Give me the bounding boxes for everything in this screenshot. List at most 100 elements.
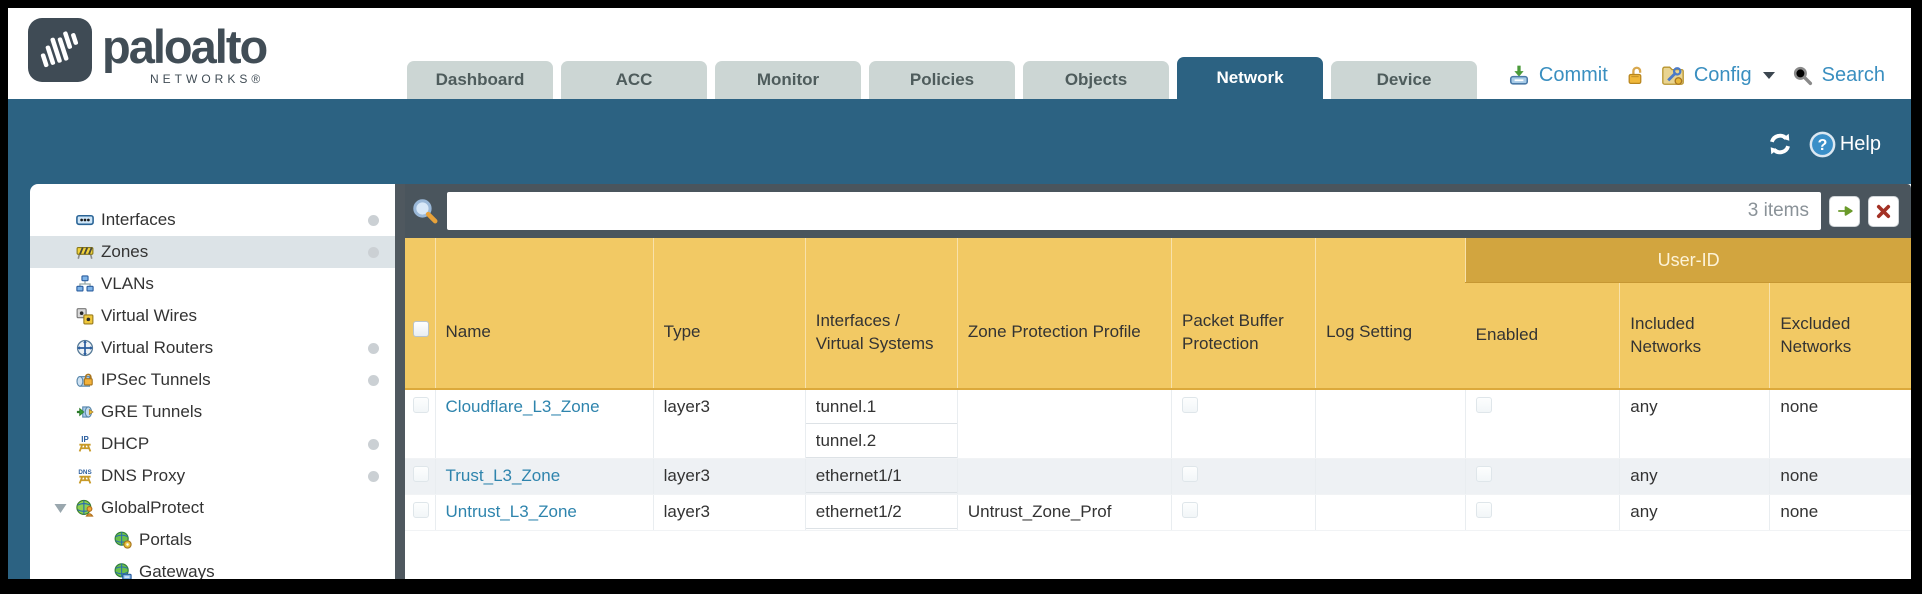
sidebar-item-ipsec-tunnels[interactable]: IPSec Tunnels	[30, 364, 395, 396]
zone-excluded-networks: none	[1769, 458, 1911, 495]
zone-name-link[interactable]: Untrust_L3_Zone	[445, 501, 577, 521]
enabled-checkbox[interactable]	[1476, 465, 1493, 482]
filter-input-box: 3 items	[447, 192, 1821, 230]
column-header-packet-buffer[interactable]: Packet Buffer Protection	[1170, 238, 1316, 390]
row-checkbox[interactable]	[413, 501, 429, 518]
tab-label: Objects	[1064, 70, 1128, 89]
sidebar-splitter[interactable]	[395, 184, 405, 579]
green-arrow-icon	[1837, 206, 1853, 216]
refresh-icon[interactable]	[1765, 129, 1795, 159]
zone-log-setting	[1315, 494, 1466, 531]
dhcp-icon	[76, 435, 94, 453]
zone-protection-profile: Untrust_Zone_Prof	[956, 494, 1172, 531]
clear-filter-button[interactable]	[1868, 195, 1899, 227]
caret-down-icon[interactable]	[54, 503, 67, 514]
sidebar-item-dns-proxy[interactable]: DNS Proxy	[30, 460, 395, 492]
dns-proxy-icon	[76, 467, 94, 485]
column-header-interfaces[interactable]: Interfaces / Virtual Systems	[804, 238, 958, 390]
row-checkbox[interactable]	[413, 465, 429, 482]
table-row: Untrust_L3_Zone layer3 ethernet1/2 Untru…	[405, 494, 1911, 531]
tab-label: Dashboard	[435, 70, 525, 89]
column-header-type[interactable]: Type	[652, 238, 806, 390]
item-dot	[368, 470, 379, 482]
gre-tunnels-icon	[76, 403, 94, 421]
top-actions: Commit Config Search	[1508, 63, 1911, 99]
zone-name-link[interactable]: Cloudflare_L3_Zone	[445, 396, 600, 416]
filter-magnifier-icon	[413, 199, 438, 224]
config-icon[interactable]	[1661, 63, 1685, 87]
interface-value: ethernet1/2	[806, 495, 957, 529]
sidebar-item-gre-tunnels[interactable]: GRE Tunnels	[30, 396, 395, 428]
lock-icon[interactable]	[1625, 65, 1646, 86]
column-header-zone-protection[interactable]: Zone Protection Profile	[956, 238, 1172, 390]
help-button[interactable]: ? Help	[1809, 131, 1881, 158]
packet-buffer-checkbox[interactable]	[1181, 465, 1198, 482]
search-link[interactable]: Search	[1821, 63, 1885, 86]
sidebar-item-label: Interfaces	[101, 210, 176, 229]
tab-device[interactable]: Device	[1331, 61, 1477, 99]
teal-band: ? Help	[8, 99, 1911, 184]
config-caret-down-icon[interactable]	[1762, 71, 1775, 79]
item-dot	[368, 342, 379, 354]
zones-icon	[76, 243, 94, 261]
column-header-enabled[interactable]: Enabled	[1465, 282, 1620, 390]
interfaces-icon	[76, 211, 94, 229]
packet-buffer-checkbox[interactable]	[1181, 396, 1198, 413]
sidebar-item-virtual-wires[interactable]: Virtual Wires	[30, 300, 395, 332]
tab-network[interactable]: Network	[1177, 57, 1323, 99]
zone-type: layer3	[652, 388, 806, 459]
sidebar-item-portals[interactable]: Portals	[30, 524, 395, 556]
tab-dashboard[interactable]: Dashboard	[407, 61, 553, 99]
tab-policies[interactable]: Policies	[869, 61, 1015, 99]
header-checkbox-cell	[405, 238, 436, 390]
help-icon: ?	[1809, 131, 1836, 157]
column-header-log-setting[interactable]: Log Setting	[1315, 238, 1466, 390]
sidebar-item-label: GRE Tunnels	[101, 402, 203, 421]
sidebar-item-label: Zones	[101, 242, 149, 261]
sidebar-item-label: DHCP	[101, 434, 150, 453]
red-x-icon	[1876, 204, 1891, 218]
zone-included-networks: any	[1619, 458, 1770, 495]
table-row: Trust_L3_Zone layer3 ethernet1/1 any non…	[405, 458, 1911, 495]
sidebar-item-globalprotect[interactable]: GlobalProtect	[30, 492, 395, 524]
item-dot	[368, 374, 379, 386]
zone-type: layer3	[652, 458, 806, 495]
sidebar-item-label: VLANs	[101, 274, 154, 293]
zone-name-link[interactable]: Trust_L3_Zone	[445, 465, 561, 485]
sidebar-item-gateways[interactable]: Gateways	[30, 556, 395, 579]
zone-included-networks: any	[1619, 494, 1770, 531]
tab-objects[interactable]: Objects	[1023, 61, 1169, 99]
tab-label: Device	[1376, 70, 1432, 89]
sidebar-item-virtual-routers[interactable]: Virtual Routers	[30, 332, 395, 364]
sidebar-item-interfaces[interactable]: Interfaces	[30, 204, 395, 236]
gateways-icon	[114, 563, 132, 579]
commit-icon[interactable]	[1508, 64, 1530, 86]
tab-monitor[interactable]: Monitor	[715, 61, 861, 99]
column-header-excluded-networks[interactable]: Excluded Networks	[1769, 282, 1911, 390]
svg-text:?: ?	[1817, 137, 1827, 154]
row-checkbox[interactable]	[413, 396, 429, 413]
globalprotect-icon	[76, 499, 94, 517]
tab-acc[interactable]: ACC	[561, 61, 707, 99]
column-header-name[interactable]: Name	[434, 238, 654, 390]
apply-filter-button[interactable]	[1829, 195, 1860, 227]
enabled-checkbox[interactable]	[1476, 396, 1493, 413]
sidebar-item-zones[interactable]: Zones	[30, 236, 395, 268]
zones-table: Name Type Interfaces / Virtual Systems Z…	[405, 238, 1911, 579]
sidebar-item-label: IPSec Tunnels	[101, 370, 211, 389]
virtual-routers-icon	[76, 339, 94, 357]
sidebar-item-dhcp[interactable]: DHCP	[30, 428, 395, 460]
zone-protection-profile	[956, 388, 1172, 459]
select-all-checkbox[interactable]	[413, 321, 429, 338]
column-header-included-networks[interactable]: Included Networks	[1619, 282, 1770, 390]
zone-excluded-networks: none	[1769, 388, 1911, 459]
search-icon[interactable]	[1792, 65, 1813, 86]
packet-buffer-checkbox[interactable]	[1181, 501, 1198, 518]
commit-link[interactable]: Commit	[1538, 63, 1608, 86]
sidebar-item-vlans[interactable]: VLANs	[30, 268, 395, 300]
enabled-checkbox[interactable]	[1476, 501, 1493, 518]
filter-input[interactable]	[447, 192, 1821, 230]
config-link[interactable]: Config	[1693, 63, 1752, 86]
column-group-user-id: User-ID	[1465, 238, 1911, 284]
